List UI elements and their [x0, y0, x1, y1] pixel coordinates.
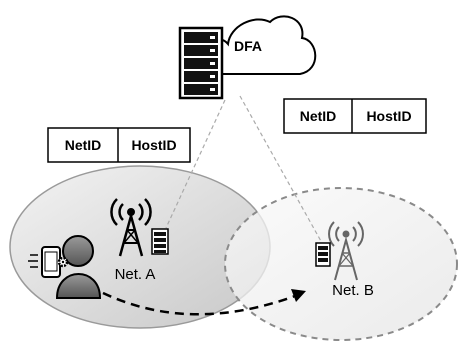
- netid-label: NetID: [300, 108, 337, 124]
- link-dfa-to-net-a: [165, 99, 226, 229]
- address-box-top-right: NetID HostID: [283, 98, 427, 134]
- gear-icon: [57, 256, 69, 268]
- mobile-user-icon: [28, 235, 102, 299]
- address-box-left: NetID HostID: [47, 127, 191, 163]
- server-icon: [178, 26, 224, 100]
- network-a-label: Net. A: [115, 266, 156, 283]
- small-server-a-icon: [151, 228, 169, 255]
- handover-arrow: [102, 291, 296, 316]
- dfa-label: DFA: [234, 38, 262, 54]
- small-server-b-icon: [315, 242, 331, 267]
- cell-tower-a-icon: [110, 198, 152, 257]
- link-dfa-to-net-b: [239, 95, 323, 244]
- hostid-label: HostID: [366, 108, 411, 124]
- network-b-label: Net. B: [332, 282, 374, 299]
- cell-tower-b-icon: [328, 221, 364, 281]
- arrow-head-icon: [291, 289, 306, 302]
- netid-label: NetID: [65, 137, 102, 153]
- hostid-label: HostID: [131, 137, 176, 153]
